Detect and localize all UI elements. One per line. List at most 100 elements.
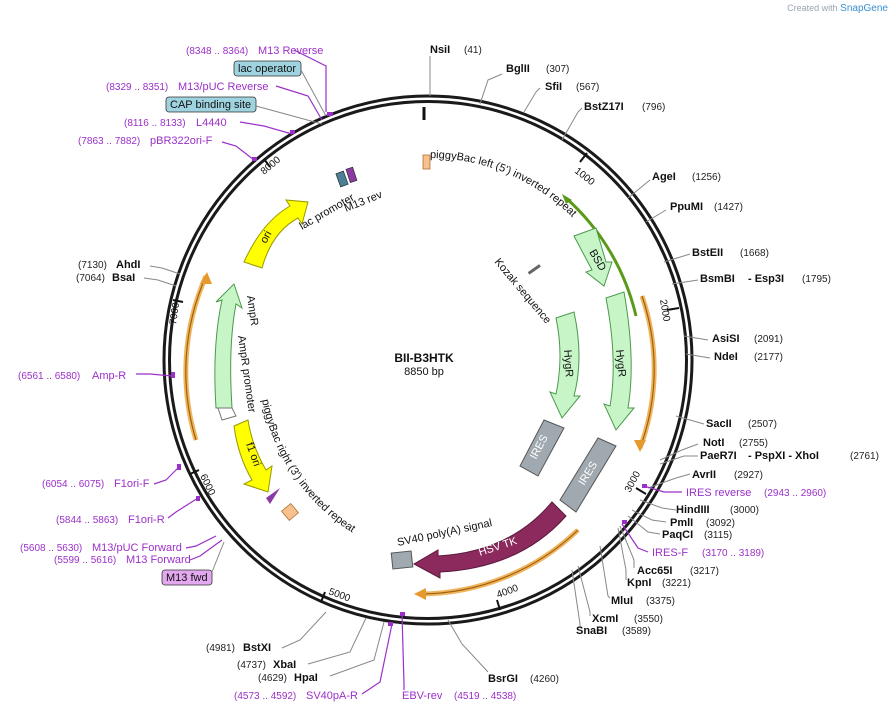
m13-fwd-label: M13 fwd (166, 572, 208, 584)
primer-pbr322ori-f[interactable]: pBR322ori-F (150, 135, 213, 147)
enzyme-sfii[interactable]: SfiI (545, 81, 562, 93)
hygr-inner-label: HygR (561, 349, 575, 377)
piggybac-right-tile (280, 502, 300, 522)
enzyme-paer7i[interactable]: PaeR7I (700, 450, 737, 462)
primer-leader-ires-f (621, 523, 649, 553)
hygr-inner-arrow[interactable] (549, 311, 582, 419)
primer-ires-reverse[interactable]: IRES reverse (686, 487, 751, 499)
ori-arrow[interactable] (243, 199, 309, 269)
m13-fwd-box[interactable] (161, 569, 213, 586)
enzyme-bstz17i[interactable]: BstZ17I (584, 101, 624, 113)
primer-mark-ires-f (622, 520, 627, 524)
leader-bsteii (663, 253, 691, 263)
enzyme-ndei-pos: (2177) (754, 352, 783, 363)
enzyme-sfii-pos: (567) (576, 82, 599, 93)
enzyme-kpni-pos: (3221) (662, 578, 691, 589)
enzyme-bsmbi-pos: (1795) (802, 274, 831, 285)
primer-f1ori-f[interactable]: F1ori-F (114, 478, 150, 490)
ires-outer[interactable] (559, 437, 617, 513)
enzyme-esp3i[interactable]: - Esp3I (748, 273, 784, 285)
bsd-arrow[interactable] (573, 227, 613, 287)
ampr-arrow[interactable] (214, 283, 243, 409)
primer-m13puc-reverse[interactable]: M13/pUC Reverse (178, 81, 268, 93)
enzyme-xbai[interactable]: XbaI (273, 659, 296, 671)
f1-ori-arrow[interactable] (233, 419, 273, 493)
enzyme-bstxi[interactable]: BstXI (243, 642, 271, 654)
enzyme-sacii[interactable]: SacII (706, 418, 732, 430)
hygr-outer-label: HygR (613, 349, 628, 378)
enzyme-asisi-pos: (2091) (754, 334, 783, 345)
enzyme-bsai[interactable]: BsaI (112, 272, 135, 284)
leader-mlui (599, 545, 611, 599)
enzyme-mlui[interactable]: MluI (611, 595, 633, 607)
enzyme-xcmi[interactable]: XcmI (592, 613, 618, 625)
primer-marks (171, 112, 647, 626)
enzyme-pmli-pos: (3092) (706, 518, 735, 529)
enzyme-nsii[interactable]: NsiI (430, 44, 450, 56)
tick-label-2000: 2000 (657, 299, 672, 323)
primer-m13-forward[interactable]: M13 Forward (126, 554, 191, 566)
enzyme-bsrgi[interactable]: BsrGI (488, 673, 518, 685)
primer-m13puc-reverse-pos: (8329 .. 8351) (106, 82, 168, 93)
enzyme-paqci[interactable]: PaqCI (662, 529, 693, 541)
primer-amp-r[interactable]: Amp-R (92, 370, 126, 382)
primer-f1ori-r-pos: (5844 .. 5863) (56, 515, 118, 526)
enzyme-xbai-pos: (4737) (237, 660, 266, 671)
enzyme-hindiii[interactable]: HindIII (676, 504, 710, 516)
backbone-inner-ring (168, 100, 688, 620)
leader-bsai (143, 277, 177, 287)
enzyme-hpai-pos: (4629) (258, 673, 287, 684)
primer-m13-reverse[interactable]: M13 Reverse (258, 45, 323, 57)
lac-operator-box[interactable] (233, 60, 302, 77)
enzyme-labels: NsiI (41) BglII (307) SfiI (567) BstZ17I… (76, 44, 879, 685)
enzyme-pmli[interactable]: PmlI (670, 517, 693, 529)
enzyme-ppumi[interactable]: PpuMI (670, 201, 703, 213)
tick-7000 (172, 299, 184, 303)
primer-mark-ebv-rev (400, 612, 405, 616)
leader-hindiii (639, 499, 677, 511)
primer-mark-l4440 (290, 130, 295, 134)
primer-mark-amp-r (171, 372, 175, 378)
enzyme-ndei[interactable]: NdeI (714, 351, 738, 363)
cap-binding-site-box[interactable] (165, 96, 257, 113)
enzyme-acc65i[interactable]: Acc65I (637, 565, 672, 577)
enzyme-asisi[interactable]: AsiSI (712, 333, 740, 345)
enzyme-agei-pos: (1256) (692, 172, 721, 183)
enzyme-kpni[interactable]: KpnI (627, 577, 651, 589)
enzyme-mlui-pos: (3375) (646, 596, 675, 607)
primer-l4440[interactable]: L4440 (196, 117, 227, 129)
sv40-polya-box[interactable] (390, 550, 414, 570)
enzyme-bsmbi[interactable]: BsmBI (700, 273, 735, 285)
primer-leader-pbr322ori-f (221, 141, 255, 161)
enzyme-bsteii[interactable]: BstEII (692, 247, 723, 259)
enzyme-agei[interactable]: AgeI (652, 171, 676, 183)
ires-inner[interactable] (519, 419, 565, 477)
leader-bsmbi (671, 279, 699, 285)
primer-m13puc-forward-pos: (5608 .. 5630) (20, 543, 82, 554)
primer-ebv-rev[interactable]: EBV-rev (402, 690, 443, 702)
plasmid-length: 8850 bp (404, 366, 444, 378)
lac-promoter-mark (335, 170, 349, 188)
m13-rev-mark (345, 166, 358, 183)
enzyme-ahdi[interactable]: AhdI (116, 259, 140, 271)
enzyme-noti-pos: (2755) (739, 438, 768, 449)
enzyme-avrii[interactable]: AvrII (692, 469, 716, 481)
leader-hpai (329, 621, 385, 677)
primer-leader-sv40pa-r (361, 623, 393, 695)
enzyme-pspxi-xhoi[interactable]: - PspXI - XhoI (748, 450, 819, 462)
primer-m13puc-forward[interactable]: M13/pUC Forward (92, 542, 182, 554)
enzyme-bglii[interactable]: BglII (506, 63, 530, 75)
ampr-promoter-arrow[interactable] (217, 407, 237, 421)
tick-5000 (320, 591, 326, 603)
enzyme-noti[interactable]: NotI (703, 437, 724, 449)
primer-f1ori-r[interactable]: F1ori-R (128, 514, 165, 526)
cap-binding-leader (255, 105, 323, 125)
primer-ires-f[interactable]: IRES-F (652, 547, 688, 559)
enzyme-hpai[interactable]: HpaI (294, 672, 318, 684)
hsv-tk-arrow[interactable] (412, 501, 567, 579)
enzyme-snabi[interactable]: SnaBI (576, 625, 607, 637)
primer-sv40pa-r[interactable]: SV40pA-R (306, 690, 358, 702)
orange-arc-bottom-head (414, 588, 426, 600)
hygr-outer-arrow[interactable] (603, 291, 636, 431)
tick-1000 (579, 152, 588, 163)
